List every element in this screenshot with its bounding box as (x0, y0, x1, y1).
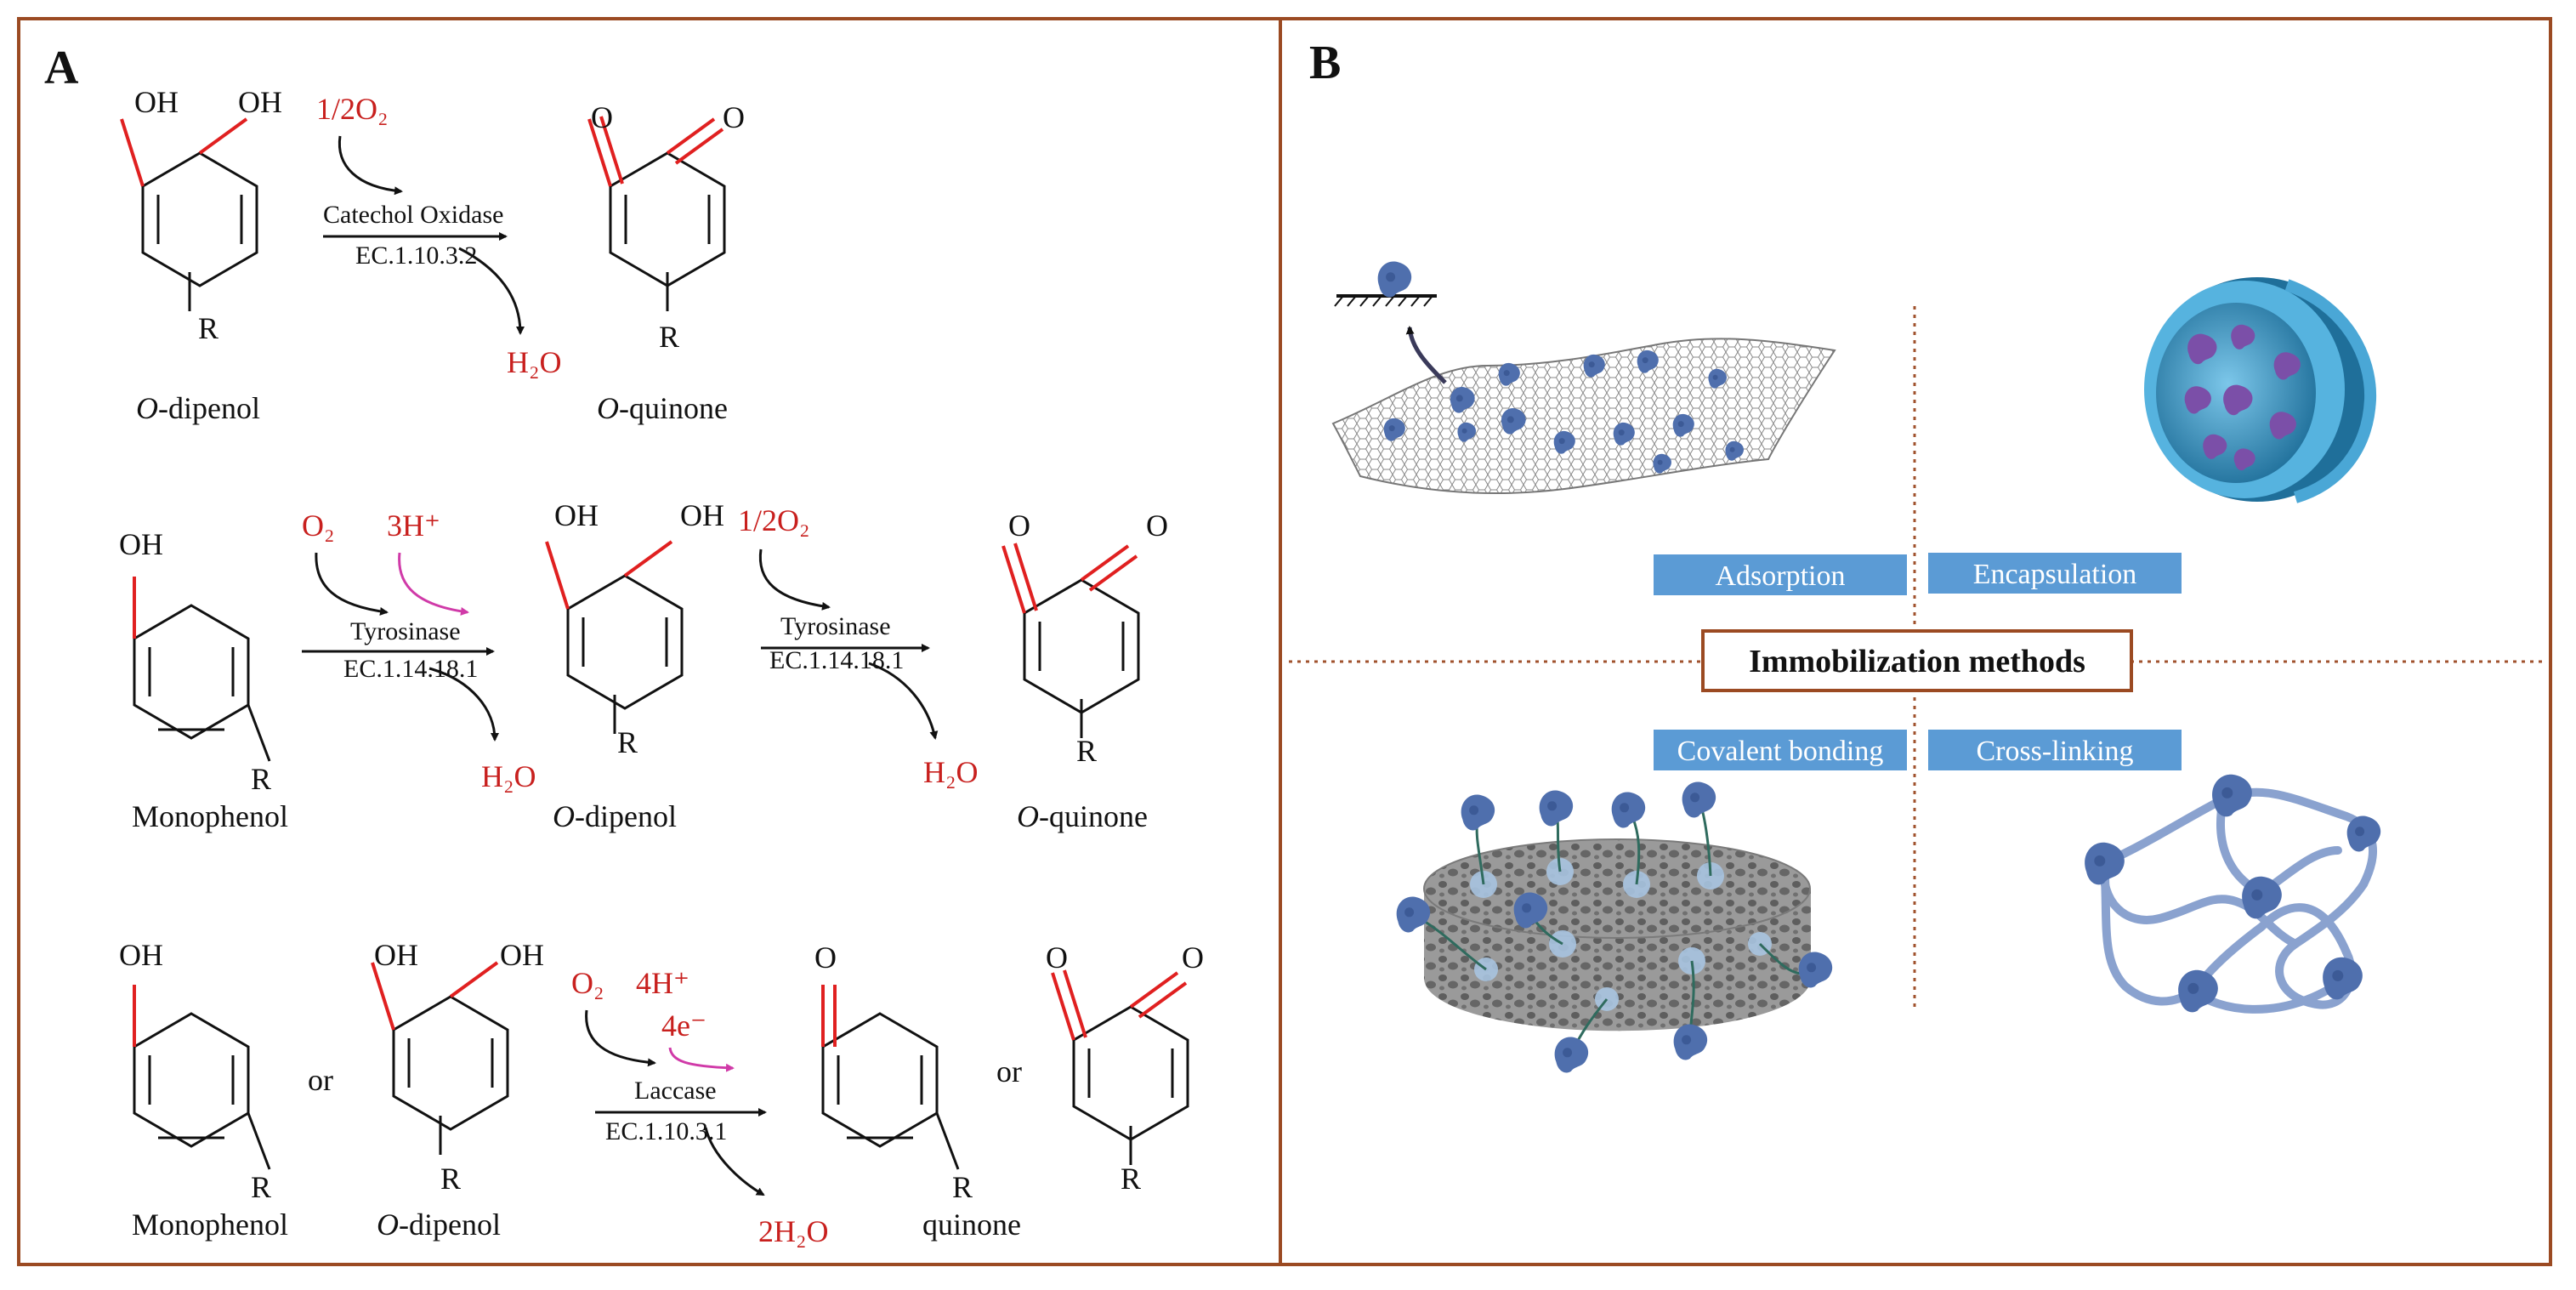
row2-name-mid: O-dipenol (553, 799, 677, 833)
method-label-crosslinking: Cross-linking (1976, 736, 2133, 767)
row2-oxygen1: O₂ (302, 509, 335, 543)
row3-oxygen-arrow (585, 1009, 656, 1067)
row2-name-right: O-quinone (1017, 799, 1148, 833)
row1-right-o2: O (723, 100, 745, 134)
row2-water2: H₂O (923, 755, 979, 789)
row2-right-o1: O (1008, 509, 1030, 543)
row1-left-oh1: OH (134, 85, 179, 119)
row3-or2: or (996, 1054, 1022, 1088)
row2-oxygen2-arrow (758, 548, 831, 611)
row2-dipenol-structure (545, 540, 684, 734)
row2-protons-arrow (398, 552, 469, 616)
method-box-covalent (1654, 730, 1907, 770)
row3-dipenol-structure (371, 961, 509, 1155)
row2-protons: 3H⁺ (387, 509, 440, 543)
row2-enzyme1: Tyrosinase (350, 617, 461, 645)
row3-quinone1-structure (821, 985, 960, 1170)
row3-q1-r: R (952, 1170, 973, 1204)
panel-a-label: A (44, 42, 79, 94)
row3-q2-o2: O (1182, 941, 1204, 975)
row1-right-name: O-quinone (597, 391, 728, 425)
row1-right-r: R (659, 320, 679, 354)
row3-di-r: R (440, 1162, 461, 1196)
row2-mid-oh1: OH (554, 498, 599, 532)
row1-right-o1: O (591, 100, 613, 134)
row1-oxygen: 1/2O₂ (316, 92, 389, 126)
row1-enzyme: Catechol Oxidase (323, 201, 503, 229)
method-label-covalent: Covalent bonding (1677, 736, 1884, 767)
row3-di-oh2: OH (500, 938, 544, 972)
method-box-encapsulation (1928, 553, 2182, 594)
method-box-adsorption (1654, 554, 1907, 595)
panel-b-frame (1279, 17, 2552, 1266)
center-title: Immobilization methods (1749, 644, 2085, 679)
row2-mono-oh: OH (119, 527, 163, 561)
row3-mono-oh: OH (119, 938, 163, 972)
row3-q2-r: R (1121, 1162, 1141, 1196)
row3-electrons-arrow (668, 1047, 735, 1072)
crosslinked-network-icon (2085, 774, 2381, 1014)
graphene-sheet-icon (1331, 261, 1836, 494)
row3-electrons: 4e⁻ (661, 1009, 706, 1043)
row2-water1: H₂O (481, 759, 536, 793)
row1-left-name: O-dipenol (136, 391, 260, 425)
row3-water-arrow (704, 1127, 765, 1196)
row2-enzyme2: Tyrosinase (780, 612, 891, 640)
row3-q2-o1: O (1046, 941, 1068, 975)
row2-mono-r: R (251, 762, 271, 796)
porous-carrier-icon (1396, 781, 1833, 1073)
row3-enzyme: Laccase (634, 1077, 717, 1105)
row3-name-di: O-dipenol (377, 1208, 501, 1242)
row3-or1: or (308, 1063, 333, 1097)
row1-left-r: R (198, 311, 218, 345)
row1-ec: EC.1.10.3.2 (355, 242, 477, 270)
center-title-box (1701, 629, 2133, 692)
row3-quinone2-structure (1051, 969, 1189, 1165)
row2-right-r: R (1076, 734, 1097, 768)
row1-water-arrow (458, 247, 525, 335)
row3-water: 2H₂O (758, 1214, 829, 1248)
row2-name-mono: Monophenol (132, 799, 288, 833)
row2-ec1: EC.1.14.18.1 (343, 655, 478, 683)
row3-monophenol-structure (133, 985, 271, 1170)
row2-water1-arrow (428, 667, 499, 742)
row3-name-mono: Monophenol (132, 1208, 288, 1242)
method-label-encapsulation: Encapsulation (1973, 559, 2137, 590)
row1-quinone-structure (587, 116, 726, 311)
method-label-adsorption: Adsorption (1716, 560, 1846, 592)
row2-mid-r: R (617, 725, 638, 759)
row2-right-o2: O (1146, 509, 1168, 543)
row2-water2-arrow (868, 662, 939, 740)
row2-monophenol-structure (133, 577, 271, 762)
row1-left-oh2: OH (238, 85, 282, 119)
row1-dipenol-structure (120, 117, 258, 311)
row3-ec: EC.1.10.3.1 (605, 1117, 727, 1145)
row3-di-oh1: OH (374, 938, 418, 972)
row3-name-quinone: quinone (922, 1208, 1021, 1242)
row3-oxygen: O₂ (571, 966, 604, 1000)
panel-b-label: B (1309, 37, 1341, 89)
row2-quinone-structure (1001, 543, 1140, 738)
row2-oxygen2: 1/2O₂ (738, 503, 810, 537)
row1-water: H₂O (507, 345, 562, 379)
row3-mono-r: R (251, 1170, 271, 1204)
method-box-crosslinking (1928, 730, 2182, 770)
row1-oxygen-arrow (338, 135, 403, 196)
row2-mid-oh2: OH (680, 498, 724, 532)
microcapsule-icon (2144, 277, 2377, 503)
row3-q1-o: O (814, 941, 837, 975)
row2-oxygen1-arrow (315, 552, 389, 616)
row3-protons: 4H⁺ (636, 966, 689, 1000)
